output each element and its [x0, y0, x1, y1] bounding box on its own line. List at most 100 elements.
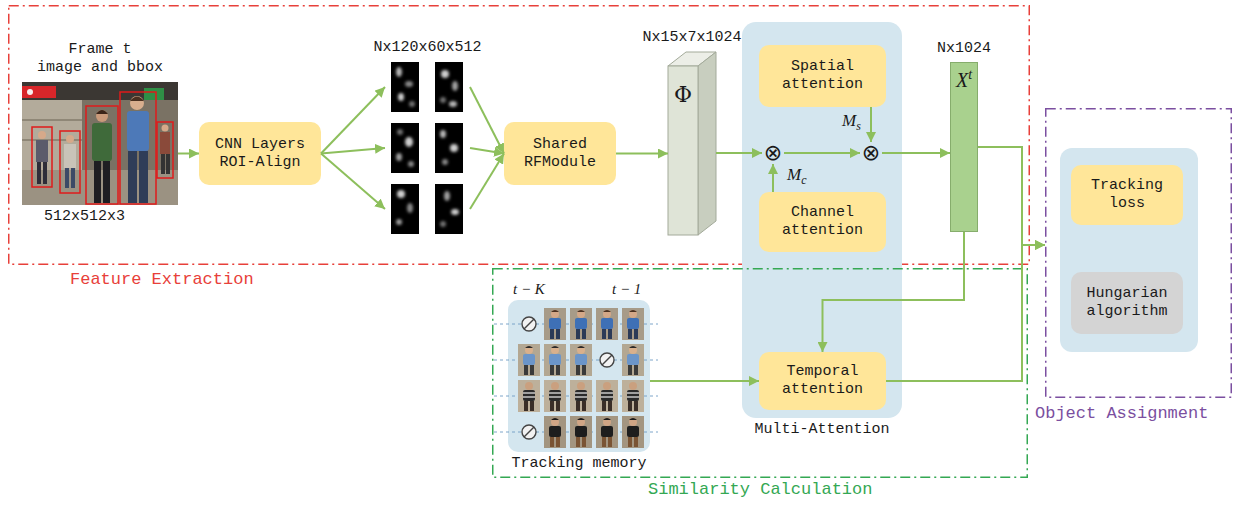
process-box: Hungarian algorithm	[1071, 272, 1183, 334]
time-index-label: t − 1	[612, 281, 641, 297]
multiply-operator: ⊗	[860, 142, 882, 164]
connector-line	[823, 232, 965, 352]
connector-line	[470, 148, 504, 154]
connector-arrow	[616, 153, 668, 154]
feature-tensor: Nx15x7x1024Φ	[668, 52, 716, 235]
input-caption: Frame t image and bbox	[37, 41, 163, 76]
text-slot: Tracking loss	[1071, 165, 1183, 225]
feature-vector: Nx1024Xt	[950, 62, 978, 232]
region-title: Feature Extraction	[70, 270, 254, 289]
dash-dot-border	[1046, 109, 1232, 398]
tensor-symbol: Φ	[674, 82, 692, 107]
connector-arrow	[871, 107, 872, 142]
box-label: Hungarian algorithm	[1078, 285, 1176, 321]
connector-arrow	[321, 87, 385, 209]
dimension-label: Nx120x60x512	[373, 39, 481, 56]
connector-arrow	[823, 232, 965, 352]
vector-symbol: Xt	[956, 69, 972, 91]
process-box: Spatial attention	[759, 45, 886, 107]
process-box: Channel attention	[759, 192, 886, 252]
superscript: t	[968, 67, 972, 82]
text-slot: Object Assignment	[1035, 404, 1208, 424]
box-label: Spatial attention	[766, 58, 879, 94]
text-slot: Channel attention	[759, 192, 886, 252]
region-outline	[1045, 108, 1232, 398]
dimension-label: Nx1024	[937, 40, 991, 57]
connector-arrow	[773, 164, 774, 192]
text-slot: Φ	[668, 82, 698, 108]
connector-arrow	[882, 153, 950, 154]
subscript: s	[856, 119, 861, 133]
connector-arrow	[178, 153, 199, 154]
text-slot: Shared RFModule	[504, 122, 616, 185]
tensor-block	[668, 52, 716, 235]
connector-line	[870, 107, 872, 142]
box-label: Tracking loss	[1078, 177, 1176, 213]
text-slot: Multi-Attention	[754, 421, 889, 439]
text-slot: Hungarian algorithm	[1071, 272, 1183, 334]
box-label: Channel attention	[766, 204, 879, 240]
connector-line	[616, 153, 668, 155]
feature-maps-picture	[385, 62, 470, 234]
assignment-panel	[1045, 108, 1232, 398]
text-slot: Tracking memory	[511, 455, 646, 473]
connector-line	[321, 87, 385, 154]
process-box: Temporal attention	[759, 352, 886, 410]
process-box: Shared RFModule	[504, 122, 616, 185]
attention-panel: Spatial attentionChannel attention ⊗ ⊗ Temp…	[742, 22, 902, 418]
edge-label-holder: Ms	[842, 111, 861, 134]
text-slot: 512x512x3	[44, 208, 125, 226]
connector-arrow	[784, 153, 860, 154]
connector-line	[470, 154, 504, 210]
connector-line	[321, 154, 385, 210]
connector-line	[716, 152, 762, 154]
dimension-label: Nx15x7x1024	[642, 29, 741, 46]
label-holder: t − K	[513, 280, 545, 299]
memory-grid	[508, 300, 650, 452]
text-slot: Frame t image and bbox	[37, 41, 163, 77]
frame-photo	[22, 82, 178, 205]
connector-arrow	[978, 147, 1045, 245]
operator-symbol: ⊗	[862, 142, 880, 164]
region-title: Similarity Calculation	[648, 480, 872, 499]
feature-maps: Nx120x60x512	[385, 62, 470, 234]
text-slot: Xt	[951, 67, 977, 92]
operator-symbol: ⊗	[764, 142, 782, 164]
process-box: CNN Layers ROI-Align	[199, 122, 321, 185]
connector-line	[470, 87, 504, 154]
dimension-label: 512x512x3	[44, 208, 125, 225]
connector-line	[978, 147, 1045, 245]
connector-arrow	[650, 381, 759, 382]
connector-arrow	[470, 87, 504, 209]
text-slot: Feature Extraction	[70, 270, 254, 290]
text-slot: ⊗	[860, 142, 882, 164]
text-slot: CNN Layers ROI-Align	[199, 122, 321, 185]
box-label: Shared RFModule	[511, 136, 609, 172]
connector-line	[178, 153, 199, 155]
label-holder: t − 1	[612, 280, 641, 299]
time-index-label: t − K	[513, 281, 545, 297]
matrix-symbol: Ms	[842, 111, 861, 130]
text-slot: Temporal attention	[759, 352, 886, 410]
text-slot: Nx120x60x512	[373, 39, 481, 57]
connector-line	[886, 245, 1045, 381]
connector-line	[321, 148, 385, 154]
connector-line	[650, 380, 759, 382]
connector-line	[784, 152, 860, 154]
panel-title: Tracking memory	[511, 455, 646, 472]
connector-arrow	[886, 245, 1045, 381]
box-label: Temporal attention	[766, 363, 879, 399]
text-slot: Similarity Calculation	[648, 480, 872, 500]
connector-line	[882, 152, 950, 154]
text-slot: Spatial attention	[759, 45, 886, 107]
input-frame: Frame t image and bbox512x512x3	[22, 82, 178, 205]
region-frame: Tracking lossHungarian algorithmObject A…	[1045, 108, 1232, 398]
matrix-symbol: Mc	[787, 165, 806, 184]
tracking-memory: Tracking memory	[508, 300, 650, 452]
text-slot: ⊗	[762, 142, 784, 164]
subscript: c	[801, 173, 806, 187]
multiply-operator: ⊗	[762, 142, 784, 164]
